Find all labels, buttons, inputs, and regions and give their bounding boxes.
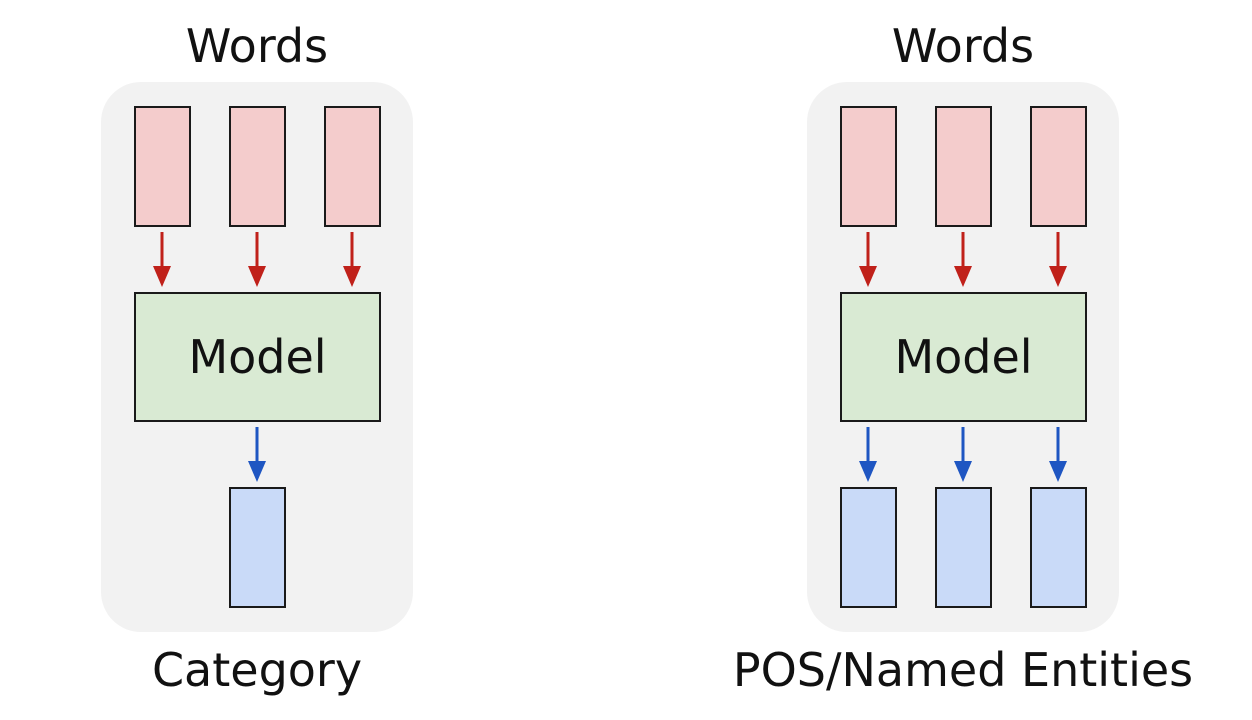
left-top-label: Words: [185, 19, 329, 73]
left-word-box-2: [229, 106, 286, 227]
right-output-arrow-3: [1049, 427, 1067, 482]
right-input-arrow-2: [954, 232, 972, 287]
right-input-arrow-1: [859, 232, 877, 287]
left-bottom-label: Category: [151, 643, 363, 697]
left-output-arrow-1: [248, 427, 266, 482]
right-word-box-3: [1030, 106, 1087, 227]
right-word-box-2: [935, 106, 992, 227]
left-model-box: Model: [134, 292, 381, 422]
right-model-box: Model: [840, 292, 1087, 422]
left-word-box-1: [134, 106, 191, 227]
left-word-box-3: [324, 106, 381, 227]
right-top-label: Words: [891, 19, 1035, 73]
left-input-arrow-3: [343, 232, 361, 287]
right-output-arrow-1: [859, 427, 877, 482]
right-output-box-3: [1030, 487, 1087, 608]
right-output-box-2: [935, 487, 992, 608]
right-word-box-1: [840, 106, 897, 227]
right-input-arrow-3: [1049, 232, 1067, 287]
left-output-box-1: [229, 487, 286, 608]
left-input-arrow-1: [153, 232, 171, 287]
right-output-arrow-2: [954, 427, 972, 482]
left-input-arrow-2: [248, 232, 266, 287]
right-output-box-1: [840, 487, 897, 608]
right-bottom-label: POS/Named Entities: [732, 643, 1194, 697]
left-model-label: Model: [188, 330, 327, 384]
right-model-label: Model: [894, 330, 1033, 384]
